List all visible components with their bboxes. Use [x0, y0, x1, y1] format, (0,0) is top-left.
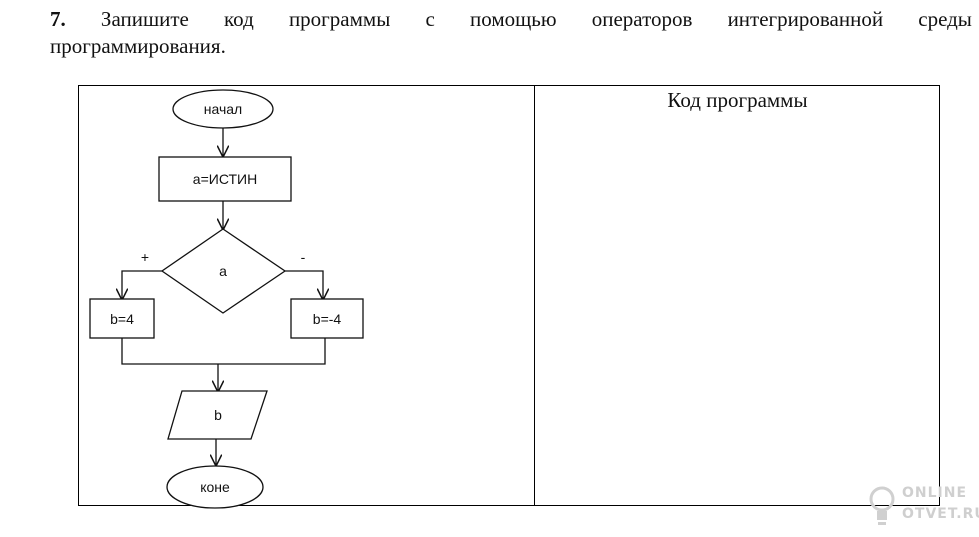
false-block-label: b=-4	[313, 311, 342, 327]
connector	[122, 270, 162, 299]
true-block-label: b=4	[110, 311, 134, 327]
task-word: операторов	[591, 7, 693, 31]
watermark: ONLINE OTVET.RU	[868, 482, 979, 532]
watermark-line-2: OTVET.RU	[902, 506, 979, 522]
task-word: с	[425, 7, 435, 31]
answer-table	[78, 85, 940, 506]
task-word: помощью	[469, 7, 557, 31]
task-word: код	[224, 7, 254, 31]
end-terminal	[166, 465, 264, 509]
task-word: программы	[288, 7, 391, 31]
watermark-line-1: ONLINE	[902, 485, 968, 501]
task-word: интегрированной	[727, 7, 884, 31]
task-word: Запишите	[100, 7, 189, 31]
false-branch-label: -	[301, 249, 306, 265]
output-parallelogram	[167, 390, 268, 440]
true-process-box	[89, 298, 155, 339]
false-process-box	[290, 298, 364, 339]
task-statement: 7. Запишите код программы с помощью опер…	[50, 6, 972, 60]
task-number: 7.	[50, 7, 66, 31]
decision-diamond	[160, 228, 287, 314]
task-word: среды	[918, 7, 972, 31]
connector	[285, 270, 323, 299]
table-divider	[534, 85, 535, 506]
true-branch-label: +	[141, 249, 149, 265]
code-column-header: Код программы	[667, 88, 808, 112]
task-line-1: 7. Запишите код программы с помощью опер…	[50, 6, 972, 33]
start-label: начал	[204, 101, 242, 117]
output-label: b	[214, 407, 222, 423]
assign-label: a=ИСТИН	[193, 171, 257, 187]
connector	[121, 338, 326, 365]
condition-label: a	[219, 263, 227, 279]
lightbulb-icon	[869, 486, 895, 525]
start-terminal	[172, 89, 274, 129]
end-label: коне	[200, 479, 230, 495]
task-line-2: программирования.	[50, 34, 226, 58]
assign-process-box	[158, 156, 292, 202]
